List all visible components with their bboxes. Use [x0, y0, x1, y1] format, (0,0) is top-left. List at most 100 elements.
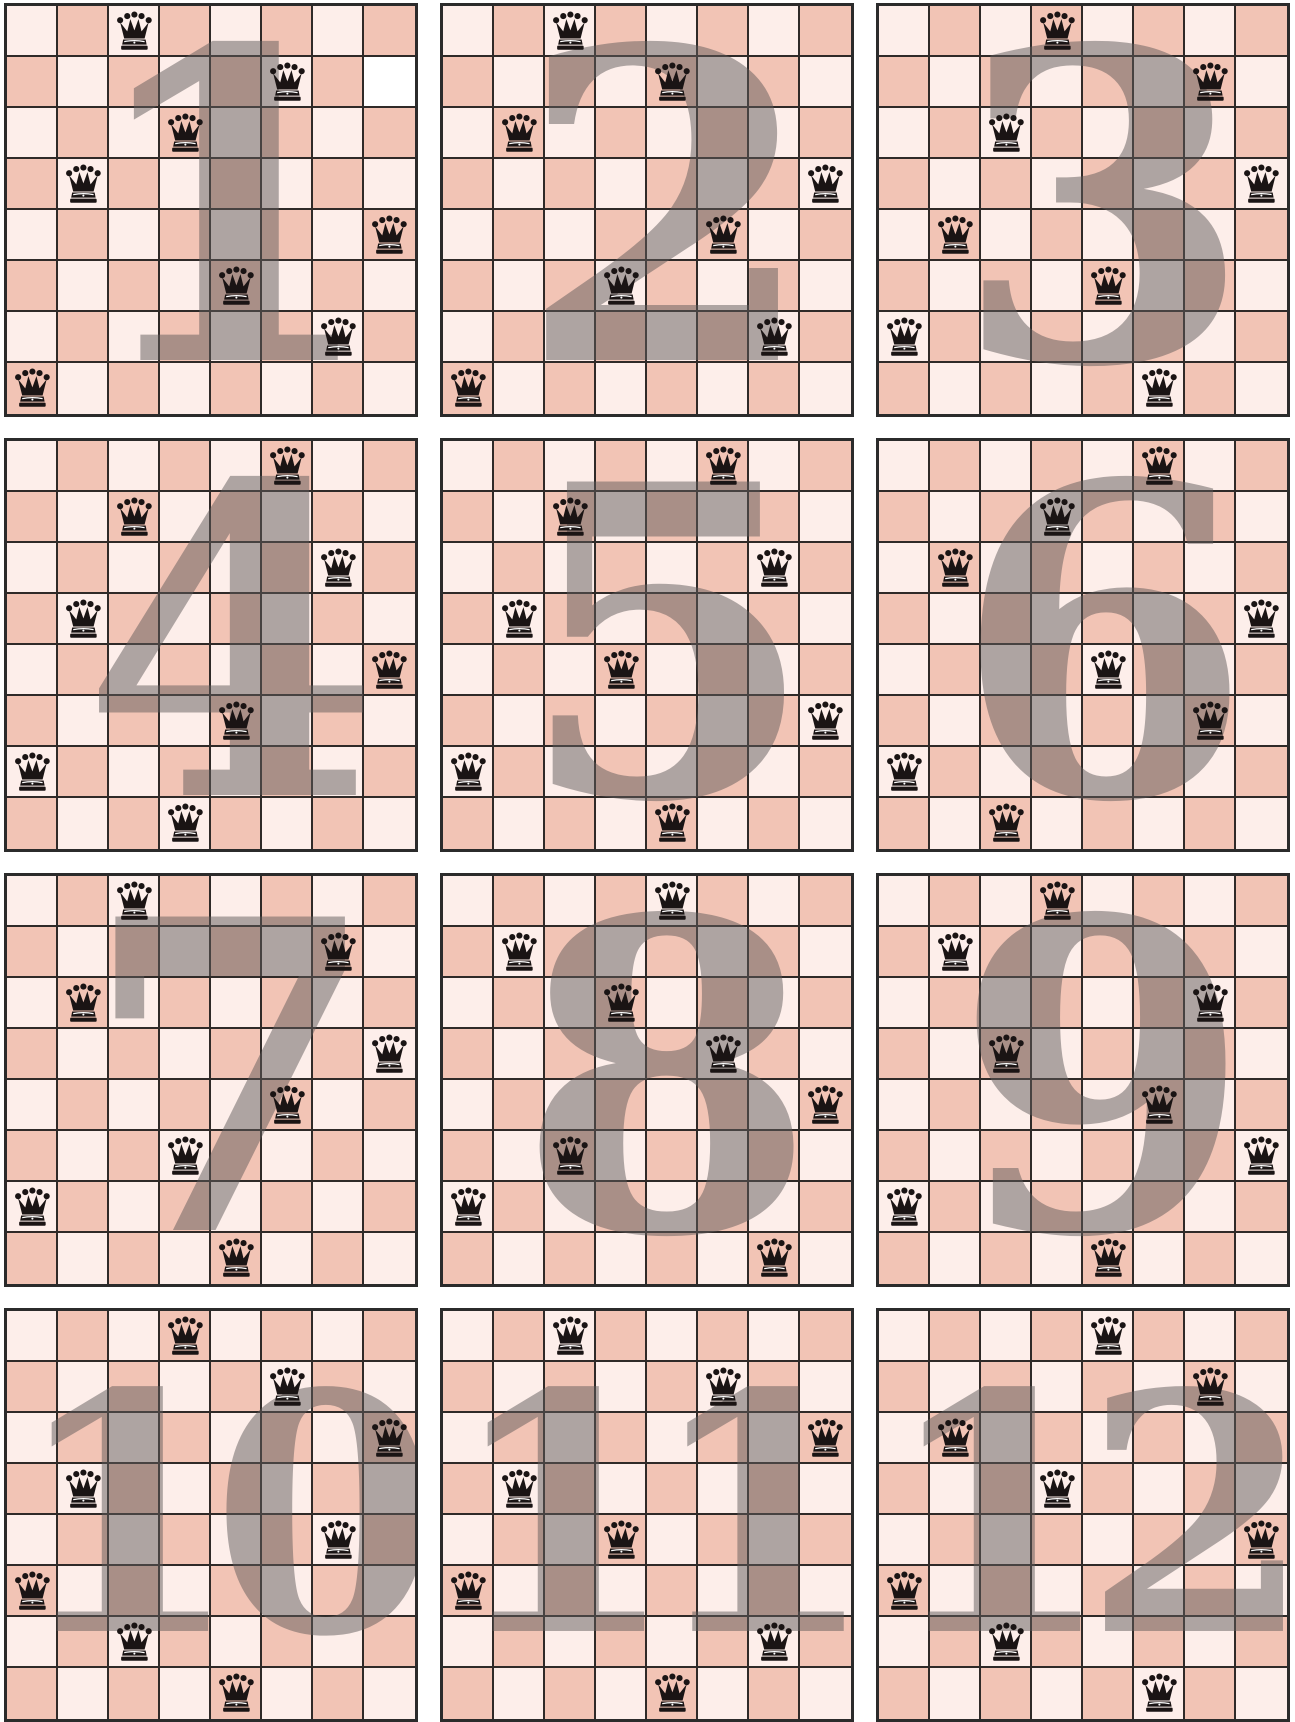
queen-icon[interactable]: [749, 312, 800, 363]
queen-icon[interactable]: [1236, 1131, 1287, 1182]
queen-icon[interactable]: [749, 1233, 800, 1284]
queen-icon[interactable]: [879, 1182, 930, 1233]
queen-icon[interactable]: [58, 594, 109, 645]
queen-icon[interactable]: [800, 696, 851, 747]
queen-icon[interactable]: [981, 1029, 1032, 1080]
queen-icon[interactable]: [58, 159, 109, 210]
queen-icon[interactable]: [364, 1413, 415, 1464]
queen-icon[interactable]: [1185, 978, 1236, 1029]
queen-icon[interactable]: [160, 108, 211, 159]
queen-icon[interactable]: [1032, 1464, 1083, 1515]
queen-icon[interactable]: [545, 6, 596, 57]
queen-icon[interactable]: [262, 441, 313, 492]
queen-icon[interactable]: [58, 1464, 109, 1515]
queen-icon[interactable]: [1083, 1233, 1134, 1284]
queen-icon[interactable]: [1134, 441, 1185, 492]
chess-board-4: 4: [4, 438, 418, 852]
queen-icon[interactable]: [981, 108, 1032, 159]
queen-icon[interactable]: [879, 1566, 930, 1617]
queen-icon[interactable]: [1032, 876, 1083, 927]
queen-icon[interactable]: [879, 747, 930, 798]
queen-icon[interactable]: [262, 1362, 313, 1413]
queen-icon[interactable]: [596, 261, 647, 312]
queen-icon[interactable]: [1236, 594, 1287, 645]
queen-icon[interactable]: [749, 543, 800, 594]
queen-icon[interactable]: [494, 594, 545, 645]
queen-icon[interactable]: [1134, 363, 1185, 414]
queen-icon[interactable]: [7, 1566, 58, 1617]
queen-icon[interactable]: [1032, 492, 1083, 543]
queen-icon[interactable]: [1134, 1668, 1185, 1719]
queen-icon[interactable]: [647, 798, 698, 849]
queen-icon[interactable]: [1083, 1311, 1134, 1362]
queen-icon[interactable]: [443, 747, 494, 798]
queen-icon[interactable]: [545, 1131, 596, 1182]
queen-icon[interactable]: [930, 543, 981, 594]
queen-layer: [879, 876, 1287, 1284]
queen-icon[interactable]: [109, 876, 160, 927]
queen-icon[interactable]: [262, 57, 313, 108]
queen-icon[interactable]: [313, 312, 364, 363]
queen-icon[interactable]: [1236, 1515, 1287, 1566]
queen-icon[interactable]: [364, 210, 415, 261]
queen-icon[interactable]: [443, 1182, 494, 1233]
queen-icon[interactable]: [981, 1617, 1032, 1668]
queen-icon[interactable]: [364, 645, 415, 696]
queen-icon[interactable]: [800, 1080, 851, 1131]
queen-icon[interactable]: [596, 1515, 647, 1566]
queen-icon[interactable]: [7, 747, 58, 798]
queen-icon[interactable]: [545, 1311, 596, 1362]
queen-icon[interactable]: [160, 1311, 211, 1362]
queen-icon[interactable]: [1083, 645, 1134, 696]
queen-icon[interactable]: [7, 1182, 58, 1233]
queen-icon[interactable]: [698, 1362, 749, 1413]
queen-icon[interactable]: [930, 1413, 981, 1464]
queen-icon[interactable]: [313, 927, 364, 978]
queen-icon[interactable]: [981, 798, 1032, 849]
chess-board-11: 11: [440, 1308, 854, 1722]
queen-icon[interactable]: [647, 876, 698, 927]
queen-icon[interactable]: [211, 1233, 262, 1284]
queen-icon[interactable]: [160, 1131, 211, 1182]
queen-icon[interactable]: [698, 441, 749, 492]
queen-icon[interactable]: [596, 645, 647, 696]
queen-icon[interactable]: [1185, 696, 1236, 747]
queen-icon[interactable]: [596, 978, 647, 1029]
queen-icon[interactable]: [698, 210, 749, 261]
queen-icon[interactable]: [494, 108, 545, 159]
queen-icon[interactable]: [211, 696, 262, 747]
queen-icon[interactable]: [800, 1413, 851, 1464]
queen-icon[interactable]: [1134, 1080, 1185, 1131]
queen-icon[interactable]: [494, 1464, 545, 1515]
queen-icon[interactable]: [7, 363, 58, 414]
queen-icon[interactable]: [698, 1029, 749, 1080]
queen-icon[interactable]: [364, 1029, 415, 1080]
queen-icon[interactable]: [1185, 57, 1236, 108]
queen-icon[interactable]: [930, 927, 981, 978]
queen-icon[interactable]: [749, 1617, 800, 1668]
queen-icon[interactable]: [545, 492, 596, 543]
queen-icon[interactable]: [313, 1515, 364, 1566]
queen-icon[interactable]: [262, 1080, 313, 1131]
queen-icon[interactable]: [58, 978, 109, 1029]
queen-layer: [879, 6, 1287, 414]
queen-icon[interactable]: [109, 492, 160, 543]
queen-icon[interactable]: [647, 57, 698, 108]
queen-icon[interactable]: [109, 1617, 160, 1668]
queen-icon[interactable]: [1236, 159, 1287, 210]
queen-icon[interactable]: [1083, 261, 1134, 312]
queen-icon[interactable]: [109, 6, 160, 57]
queen-icon[interactable]: [443, 1566, 494, 1617]
queen-icon[interactable]: [1032, 6, 1083, 57]
queen-icon[interactable]: [313, 543, 364, 594]
queen-icon[interactable]: [1185, 1362, 1236, 1413]
queen-icon[interactable]: [443, 363, 494, 414]
queen-icon[interactable]: [800, 159, 851, 210]
queen-icon[interactable]: [160, 798, 211, 849]
queen-icon[interactable]: [930, 210, 981, 261]
queen-icon[interactable]: [879, 312, 930, 363]
queen-icon[interactable]: [211, 1668, 262, 1719]
queen-icon[interactable]: [211, 261, 262, 312]
queen-icon[interactable]: [494, 927, 545, 978]
queen-icon[interactable]: [647, 1668, 698, 1719]
